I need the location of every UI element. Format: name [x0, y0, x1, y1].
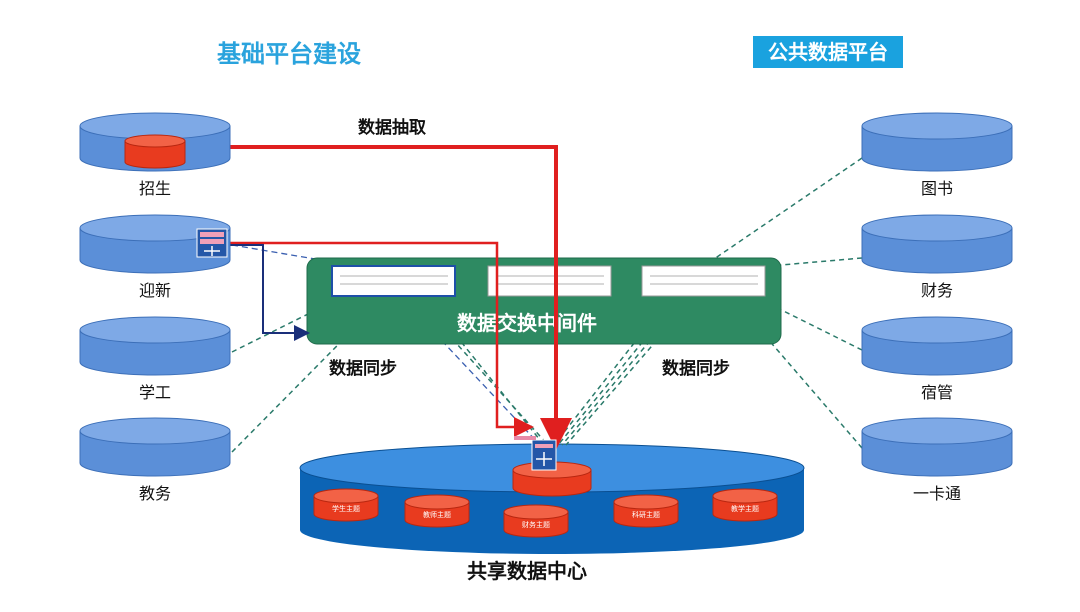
left-heading: 基础平台建设 — [217, 40, 361, 68]
topic-label-3: 财务主题 — [522, 520, 550, 529]
source-label-2: 迎新 — [139, 281, 171, 300]
hub-switch-icon — [514, 436, 557, 471]
public-label-3: 宿管 — [921, 383, 953, 402]
right-heading: 公共数据平台 — [753, 36, 903, 68]
topic-label-1: 学生主题 — [332, 504, 360, 513]
middleware-screen-2 — [487, 265, 612, 297]
extract-arrows — [230, 145, 572, 450]
public-cylinder-4 — [861, 417, 1013, 477]
topic-cylinder-5: 教学主题 — [712, 488, 778, 522]
source-cylinder-3 — [79, 316, 231, 376]
sync-left-label: 数据同步 — [329, 358, 397, 379]
public-cylinder-1 — [861, 112, 1013, 172]
navy-arrow — [230, 244, 310, 341]
topic-label-4: 科研主题 — [632, 510, 660, 519]
public-label-4: 一卡通 — [913, 484, 961, 503]
network-switch-icon — [196, 228, 228, 258]
public-label-1: 图书 — [921, 179, 953, 198]
sync-right-label: 数据同步 — [662, 358, 730, 379]
middleware-screen-3 — [641, 265, 766, 297]
source-cylinder-2 — [79, 214, 231, 274]
public-cylinder-3 — [861, 316, 1013, 376]
topic-cylinder-2: 教师主题 — [404, 494, 470, 528]
topic-cylinder-3: 财务主题 — [503, 504, 569, 538]
center-label: 共享数据中心 — [467, 559, 587, 583]
public-label-2: 财务 — [921, 281, 953, 300]
middleware-screen-1 — [331, 265, 456, 297]
middleware-label: 数据交换中间件 — [457, 311, 597, 335]
extract-label: 数据抽取 — [358, 117, 426, 138]
public-cylinder-2 — [861, 214, 1013, 274]
topic-label-5: 教学主题 — [731, 504, 759, 513]
topic-cylinder-1: 学生主题 — [313, 488, 379, 522]
middleware-panel: 数据交换中间件 — [306, 257, 782, 345]
source-cylinder-4 — [79, 417, 231, 477]
source-label-1: 招生 — [139, 179, 171, 198]
topic-label-2: 教师主题 — [423, 510, 451, 519]
source-label-4: 教务 — [139, 484, 171, 503]
topic-cylinder-4: 科研主题 — [613, 494, 679, 528]
source-cylinder-1 — [79, 112, 231, 172]
source-label-3: 学工 — [139, 383, 171, 402]
